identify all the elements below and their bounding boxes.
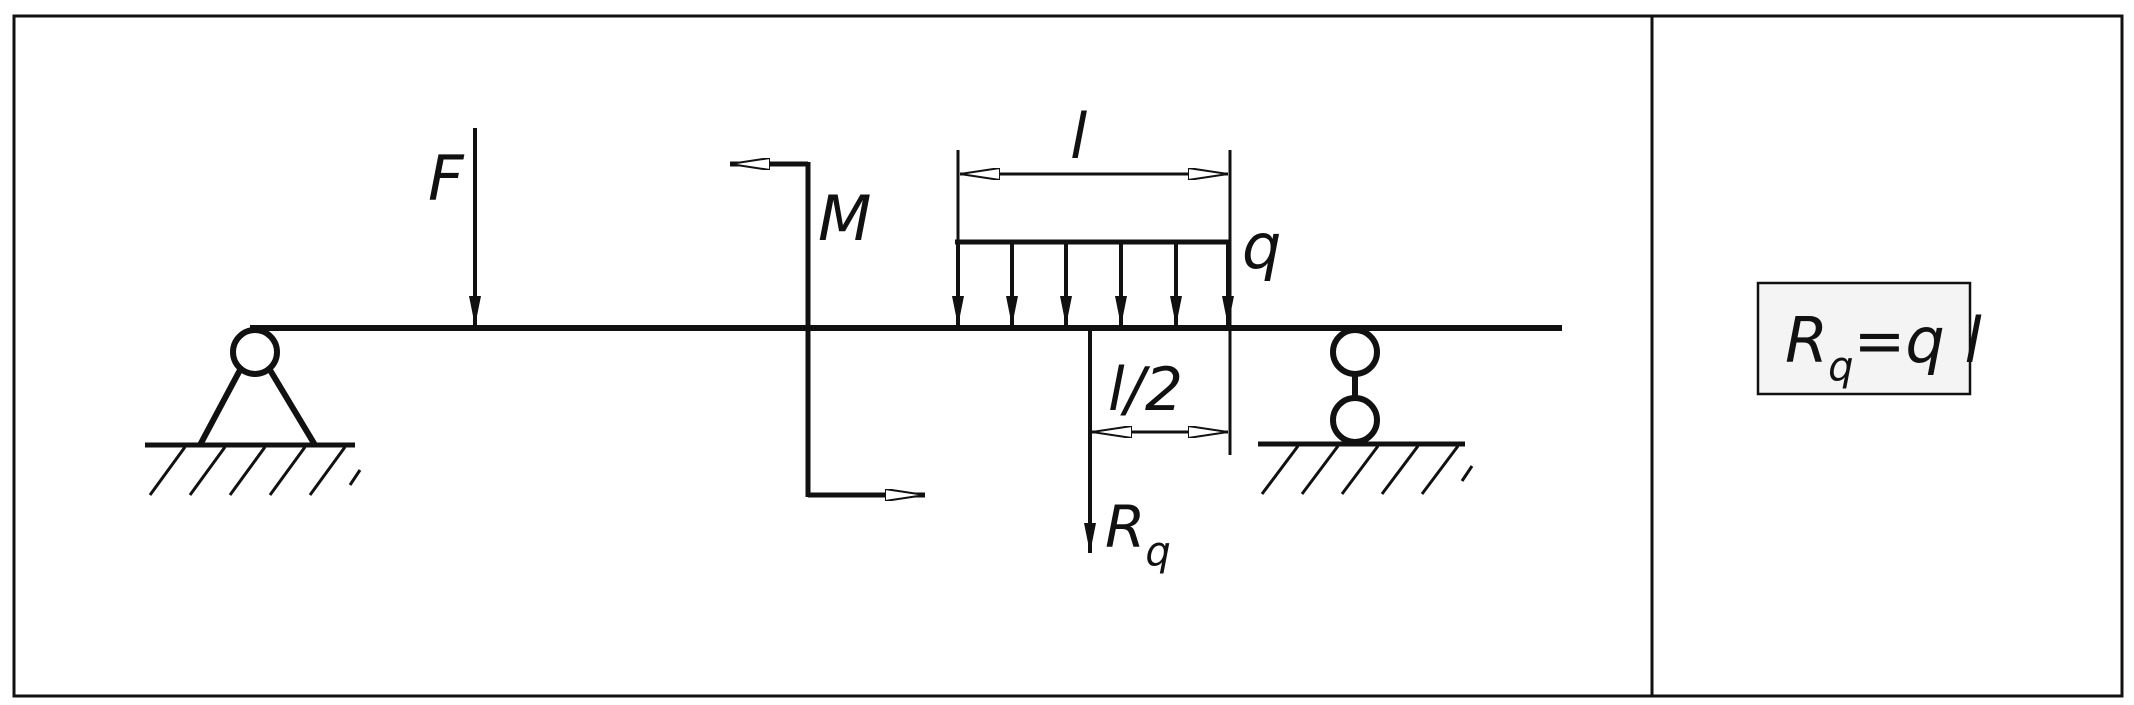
roller-bottom-circle bbox=[1330, 395, 1380, 445]
load-arrows bbox=[952, 242, 1234, 326]
formula-frame bbox=[1756, 281, 1972, 396]
outer-frame bbox=[12, 14, 2124, 698]
roller-support-right bbox=[1258, 327, 1474, 495]
formula-lhs-sub: q bbox=[1828, 344, 1853, 390]
resultant-label-sub: q bbox=[1145, 529, 1170, 575]
resultant-force: l/2 Rq bbox=[1084, 330, 1228, 575]
resultant-label-main: R bbox=[1105, 493, 1145, 561]
formula-lhs: R bbox=[1785, 304, 1828, 377]
support-leg-right bbox=[267, 368, 318, 447]
formula-text: Rq=q l bbox=[1785, 304, 1982, 390]
distributed-load-q: q bbox=[952, 210, 1281, 326]
length-dimension: l bbox=[956, 100, 1232, 455]
ground-hatch-left bbox=[148, 446, 362, 496]
ground-hatch-right bbox=[1260, 445, 1474, 495]
point-force-f: F bbox=[428, 128, 481, 326]
pinned-support-left bbox=[145, 327, 362, 496]
pin-circle bbox=[230, 327, 280, 377]
force-label: F bbox=[428, 142, 465, 215]
half-length-label: l/2 bbox=[1108, 355, 1183, 425]
formula-box: Rq=q l bbox=[1756, 281, 1982, 396]
moment-m: M bbox=[730, 162, 925, 497]
support-leg-left bbox=[197, 368, 243, 447]
resultant-label: Rq bbox=[1105, 493, 1171, 575]
formula-rhs: =q l bbox=[1853, 304, 1981, 377]
moment-label: M bbox=[818, 182, 872, 255]
load-label: q bbox=[1242, 210, 1281, 283]
roller-top-circle bbox=[1330, 327, 1380, 377]
length-label: l bbox=[1070, 100, 1087, 173]
